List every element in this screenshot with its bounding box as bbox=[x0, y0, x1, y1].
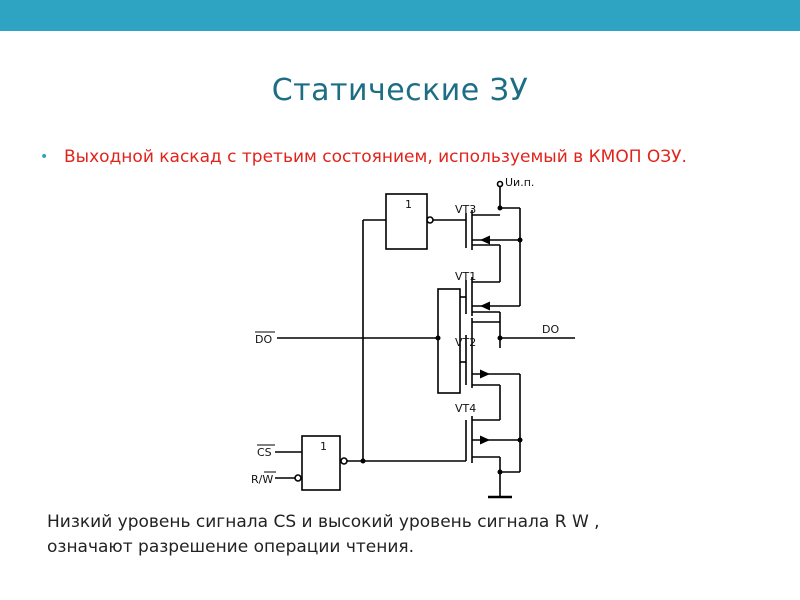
top-gate-label: 1 bbox=[405, 198, 412, 211]
cs-label: CS bbox=[257, 446, 272, 459]
bottom-nand-gate bbox=[301, 435, 341, 491]
top-inverter-bubble bbox=[426, 216, 434, 224]
vt1-label: VT1 bbox=[455, 270, 476, 283]
note-line-2: означают разрешение операции чтения. bbox=[47, 537, 415, 557]
vt1-arrow-icon bbox=[480, 301, 490, 311]
bottom-gate-label: 1 bbox=[320, 440, 327, 453]
note-text: Низкий уровень сигнала CS и высокий уров… bbox=[47, 510, 747, 560]
slide-title: Статические ЗУ bbox=[271, 73, 529, 108]
bottom-gate-bubble bbox=[340, 457, 348, 465]
bullet-text: Выходной каскад с третьим состоянием, ис… bbox=[64, 147, 687, 167]
bullet-dot-icon: • bbox=[40, 149, 49, 165]
vt4-arrow-icon bbox=[480, 435, 490, 445]
vt2-label: VT2 bbox=[455, 336, 476, 349]
do-input-label: DO bbox=[255, 333, 272, 346]
vt3-label: VT3 bbox=[455, 203, 476, 216]
supply-label: Uи.п. bbox=[505, 176, 534, 189]
rw-label: R/W bbox=[251, 473, 273, 486]
header-bar bbox=[0, 0, 800, 31]
note-line-1: Низкий уровень сигнала CS и высокий уров… bbox=[47, 512, 600, 532]
supply-terminal bbox=[496, 180, 504, 188]
bullet-item: • Выходной каскад с третьим состоянием, … bbox=[40, 145, 760, 169]
vt1-vt2-gate-bus bbox=[437, 288, 461, 394]
vt2-arrow-icon bbox=[480, 369, 490, 379]
rw-input-bubble bbox=[294, 474, 302, 482]
do-output-label: DO bbox=[542, 323, 559, 336]
vt3-arrow-icon bbox=[480, 235, 490, 245]
vt4-label: VT4 bbox=[455, 402, 476, 415]
